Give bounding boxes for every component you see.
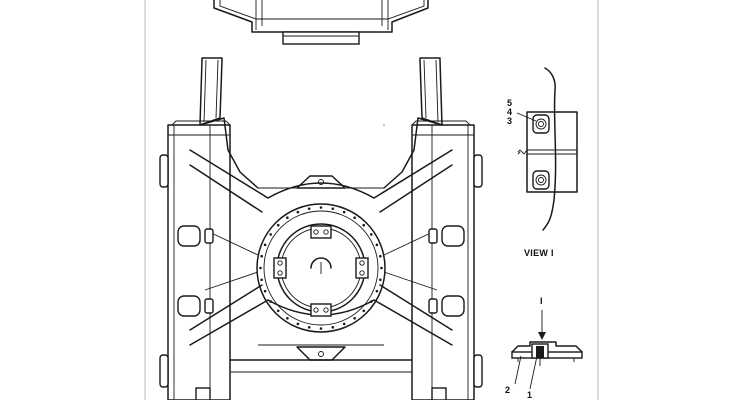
bearing-bolt-hole (307, 326, 311, 329)
view-marker-i: I (540, 296, 543, 306)
right-boss-upper (428, 225, 465, 247)
bearing-bolt-hole (286, 317, 289, 320)
bearing-bolt-hole (379, 254, 382, 258)
bearing-clamp-left (273, 257, 287, 279)
bearing-bolt-hole (342, 322, 346, 326)
bearing-bolt-hole (263, 289, 267, 293)
bearing-bolt-hole (375, 243, 379, 247)
section-detail: I 2 1 (505, 296, 583, 400)
main-frame-assembly (159, 57, 483, 400)
bearing-bolt-hole (263, 243, 267, 247)
callout-4: 4 (507, 107, 512, 117)
right-boss-lower (428, 295, 465, 317)
bearing-bolt-ring (259, 206, 383, 330)
view-i-bolt-lower (532, 170, 550, 190)
leader-1 (529, 355, 538, 390)
view-i-clamp-plate (526, 111, 578, 193)
stray-dot (383, 124, 385, 126)
bearing-bolt-hole (276, 223, 280, 227)
left-boss-upper (177, 225, 214, 247)
swing-bearing-ring (256, 203, 386, 333)
left-side-rail (159, 120, 231, 400)
view-i-break-line-left (517, 149, 528, 155)
bearing-bolt-hole (307, 207, 311, 210)
top-lug (296, 175, 346, 189)
view-arrow-head (538, 332, 546, 340)
view-i-detail: 5 4 3 VIEW I (507, 67, 578, 258)
bearing-bolt-hole (296, 210, 300, 214)
bearing-bolt-hole (370, 300, 373, 303)
bearing-clamp-bottom (310, 303, 332, 317)
view-i-caption: VIEW I (524, 248, 554, 258)
bearing-bolt-hole (353, 216, 356, 219)
callout-5: 5 (507, 98, 512, 108)
bearing-clamp-right (355, 257, 369, 279)
leader-2 (514, 355, 522, 385)
bearing-bolt-hole (342, 210, 346, 214)
view-i-bolt-upper (532, 114, 550, 134)
bearing-bolt-hole (269, 300, 273, 303)
callout-1: 1 (527, 390, 532, 400)
bearing-bolt-hole (319, 206, 323, 209)
bearing-bolt-hole (286, 216, 289, 219)
right-upper-post (383, 57, 443, 189)
left-upper-post (199, 57, 259, 189)
bearing-bolt-hole (362, 223, 366, 227)
callout-3: 3 (507, 116, 512, 126)
bottom-lug (296, 346, 346, 361)
bearing-bolt-hole (375, 289, 379, 293)
bearing-bolt-hole (362, 309, 366, 313)
bearing-bolt-hole (296, 322, 300, 326)
left-bottom-block (195, 387, 211, 400)
bearing-bolt-hole (379, 278, 382, 282)
view-i-break-line-right (542, 67, 557, 231)
bearing-bolt-hole (260, 278, 263, 282)
leader-5-4-3 (516, 112, 537, 122)
right-side-rail (411, 120, 483, 400)
bearing-bolt-hole (260, 254, 263, 258)
bearing-bolt-hole (331, 207, 335, 210)
bearing-bolt-hole (276, 309, 280, 313)
right-bottom-block (431, 387, 447, 400)
bearing-clamp-top (310, 225, 332, 239)
bearing-bolt-hole (259, 266, 262, 270)
bearing-bolt-hole (370, 233, 373, 236)
x-cross-members (189, 149, 453, 373)
left-boss-lower (177, 295, 214, 317)
top-bracket-detail (213, 0, 429, 45)
bearing-bolt-hole (269, 233, 273, 236)
bearing-bolt-hole (353, 317, 356, 320)
bearing-bolt-hole (331, 326, 335, 329)
bearing-bolt-hole (319, 327, 323, 330)
callout-2: 2 (505, 385, 510, 395)
bearing-bolt-hole (380, 266, 383, 270)
